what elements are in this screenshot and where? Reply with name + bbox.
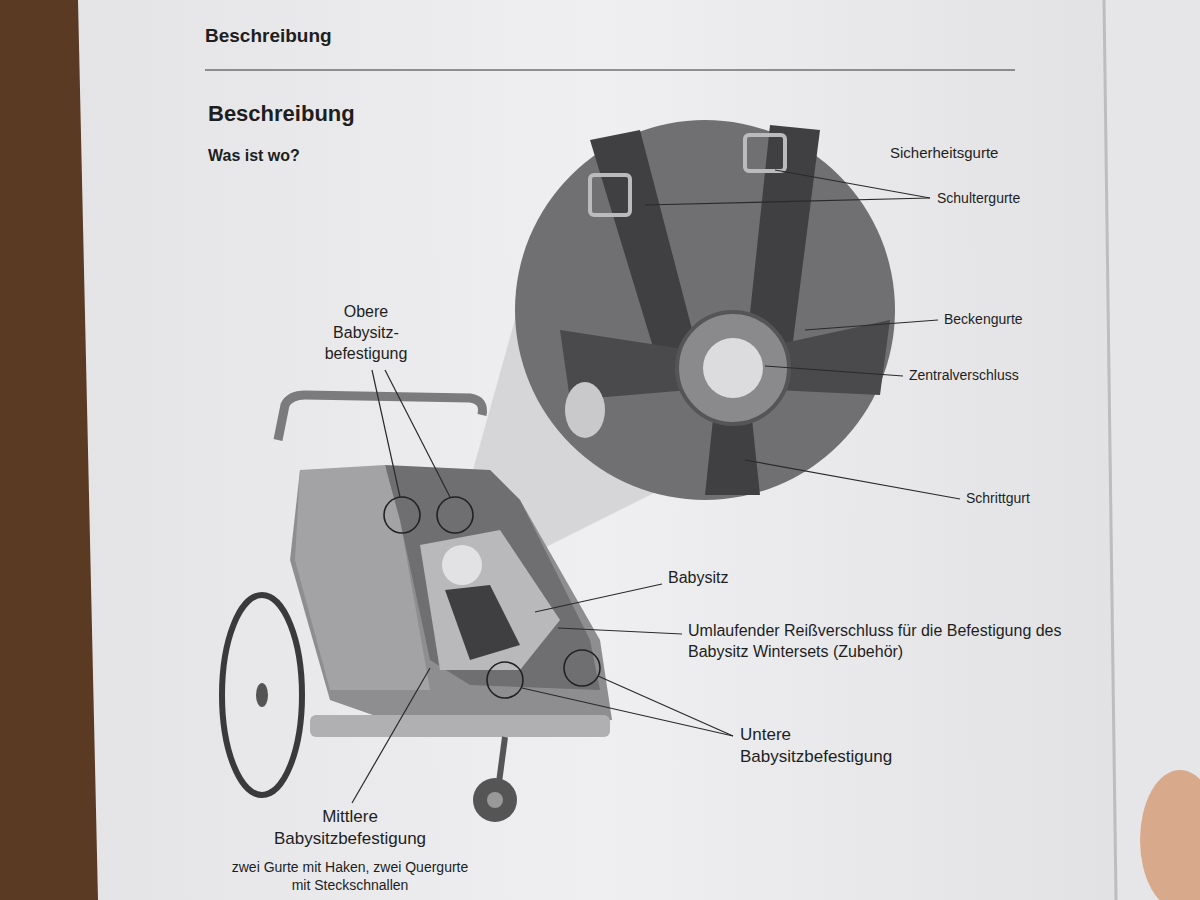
leader-lines [352, 170, 960, 803]
thumb [1140, 770, 1200, 900]
part-label: Zentralverschluss [909, 366, 1019, 384]
leader-line [775, 170, 930, 198]
part-label: Umlaufender Reißverschluss für die Befes… [688, 621, 1078, 663]
leader-line [352, 668, 430, 803]
baby-body [445, 585, 520, 660]
part-label: Mittlere Babysitzbefestigung [250, 806, 450, 850]
zoom-circle [515, 120, 895, 500]
leader-line [372, 370, 400, 497]
strap-buckle [745, 135, 785, 171]
side-window [295, 465, 430, 690]
front-caster [473, 778, 517, 822]
callout-circle [437, 497, 473, 533]
baby-seat [420, 530, 560, 670]
paper-sheet [78, 0, 1118, 900]
leader-line [598, 676, 733, 736]
leader-line [805, 320, 938, 330]
push-handle [278, 395, 483, 440]
page-fold [1104, 0, 1116, 900]
callout-circle [487, 662, 523, 698]
leader-line [745, 460, 960, 499]
section-title: Beschreibung [208, 100, 355, 129]
callout-circle [564, 650, 600, 686]
zoom-detail [515, 120, 895, 500]
part-label: Babysitz [668, 568, 728, 589]
leader-line [522, 688, 733, 736]
part-label: Beckengurte [944, 310, 1023, 328]
part-label: Sicherheitsgurte [890, 143, 998, 163]
part-label: Schultergurte [937, 189, 1020, 207]
leader-line [645, 198, 930, 205]
part-label: Schrittgurt [966, 489, 1030, 507]
header-rule [205, 69, 1015, 70]
trailer-frame [310, 715, 610, 737]
caster-hub [487, 792, 503, 808]
leader-line [558, 628, 682, 634]
note: zwei Gurte mit Haken, zwei Quergurte mit… [225, 858, 475, 894]
callout-circle [384, 497, 420, 533]
leader-line [535, 584, 662, 612]
strap-buckle [590, 175, 630, 215]
part-label: Obere Babysitz- befestigung [312, 302, 420, 364]
wheel-hub [256, 683, 268, 707]
running-header: Beschreibung [205, 24, 332, 49]
leader-line [765, 366, 903, 376]
part-label: Untere Babysitzbefestigung [740, 724, 930, 768]
shoulder-strap [590, 130, 700, 370]
central-buckle [703, 338, 763, 398]
buckle-ring [677, 312, 789, 424]
seat-well [385, 465, 600, 690]
rear-wheel [222, 595, 302, 795]
hip-strap [775, 320, 890, 395]
callout-circles [384, 497, 600, 698]
subheading: Was ist wo? [208, 146, 300, 167]
child-hand [565, 382, 605, 438]
baby-head [442, 545, 482, 585]
leader-line [385, 370, 450, 497]
